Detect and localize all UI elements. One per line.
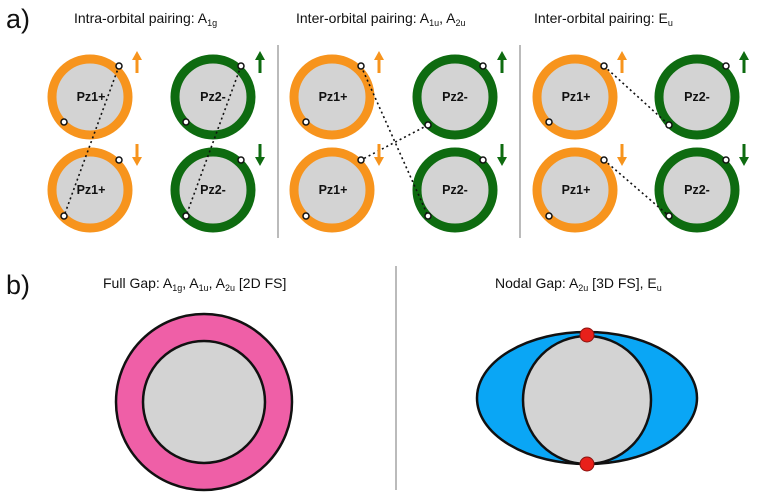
endpoint-marker	[182, 212, 190, 220]
endpoint-marker	[722, 62, 730, 70]
endpoint-marker	[60, 212, 68, 220]
endpoint-marker	[722, 156, 730, 164]
spin-down-arrow-icon	[739, 144, 749, 166]
node-point-bottom	[579, 456, 595, 472]
orbital-pz2-up-g1	[170, 54, 256, 140]
endpoint-marker	[237, 156, 245, 164]
heading-nodal-gap: Nodal Gap: A2u [3D FS], Eu	[495, 275, 662, 293]
orbital-label: Pz1+	[77, 90, 106, 104]
spin-down-arrow-icon	[617, 144, 627, 166]
endpoint-marker	[60, 118, 68, 126]
spin-up-arrow-icon	[739, 51, 749, 73]
endpoint-marker	[182, 118, 190, 126]
endpoint-marker	[545, 118, 553, 126]
heading-intra-orbital: Intra-orbital pairing: A1g	[74, 10, 217, 28]
orbital-pz1-down-g2	[289, 147, 375, 233]
pairing-endpoints	[60, 62, 730, 220]
orbital-label: Pz2-	[200, 90, 226, 104]
pairing-line-intra-pz2	[185, 65, 242, 217]
endpoint-marker	[115, 156, 123, 164]
orbital-pz1-up-g3	[532, 54, 618, 140]
endpoint-marker	[357, 156, 365, 164]
orbital-pz1-down-g1	[47, 147, 133, 233]
spin-up-arrow-icon	[374, 51, 384, 73]
orbital-group-3	[532, 54, 740, 233]
nodal-gap-fermi-surface	[521, 334, 653, 466]
orbital-label: Pz2-	[200, 183, 226, 197]
endpoint-marker	[600, 156, 608, 164]
endpoint-marker	[357, 62, 365, 70]
endpoint-marker	[302, 212, 310, 220]
spin-down-arrow-icon	[255, 144, 265, 166]
orbital-pz2-up-g2	[412, 54, 498, 140]
pairing-line-inter-a-1	[360, 65, 429, 217]
orbital-label: Pz2-	[684, 183, 710, 197]
endpoint-marker	[302, 118, 310, 126]
nodal-gap-diagram	[475, 327, 699, 472]
spin-down-arrow-icon	[374, 144, 384, 166]
orbital-pz2-down-g3	[654, 147, 740, 233]
spin-up-arrow-icon	[617, 51, 627, 73]
endpoint-marker	[600, 62, 608, 70]
panel-b-letter: b)	[6, 270, 30, 300]
pairing-lines	[63, 65, 670, 217]
orbital-label: Pz1+	[562, 90, 591, 104]
heading-full-gap: Full Gap: A1g, A1u, A2u [2D FS]	[103, 275, 286, 293]
full-gap-fermi-surface	[141, 339, 267, 465]
endpoint-marker	[665, 212, 673, 220]
orbital-label: Pz1+	[319, 183, 348, 197]
heading-inter-orbital-a: Inter-orbital pairing: A1u, A2u	[296, 10, 465, 28]
orbital-group-1	[47, 54, 256, 233]
orbital-pz1-down-g3	[532, 147, 618, 233]
orbital-label: Pz1+	[562, 183, 591, 197]
panel-a-letter: a)	[6, 4, 30, 34]
orbital-pz2-up-g3	[654, 54, 740, 140]
endpoint-marker	[237, 62, 245, 70]
endpoint-marker	[479, 156, 487, 164]
orbital-label: Pz2-	[684, 90, 710, 104]
spin-down-arrow-icon	[497, 144, 507, 166]
endpoint-marker	[424, 212, 432, 220]
endpoint-marker	[665, 121, 673, 129]
spin-up-arrow-icon	[132, 51, 142, 73]
endpoint-marker	[545, 212, 553, 220]
heading-inter-orbital-e: Inter-orbital pairing: Eu	[534, 10, 673, 28]
endpoint-marker	[479, 62, 487, 70]
spin-up-arrow-icon	[255, 51, 265, 73]
spin-arrows	[132, 51, 749, 166]
node-point-top	[579, 327, 595, 343]
orbital-pz1-up-g2	[289, 54, 375, 140]
orbital-pz1-up-g1	[47, 54, 133, 140]
full-gap-diagram	[114, 312, 294, 492]
pairing-line-e-2	[603, 159, 670, 217]
orbital-labels: Pz1+ Pz1+ Pz2- Pz2- Pz1+ Pz1+ Pz2- Pz2- …	[77, 90, 710, 197]
orbital-label: Pz2-	[442, 183, 468, 197]
pairing-line-intra-pz1	[63, 65, 120, 217]
pairing-line-inter-a-2	[360, 124, 429, 161]
orbital-label: Pz1+	[319, 90, 348, 104]
orbital-pz2-down-g1	[170, 147, 256, 233]
orbital-label: Pz2-	[442, 90, 468, 104]
spin-up-arrow-icon	[497, 51, 507, 73]
orbital-group-2	[289, 54, 498, 233]
endpoint-marker	[115, 62, 123, 70]
spin-down-arrow-icon	[132, 144, 142, 166]
endpoint-marker	[424, 121, 432, 129]
orbital-label: Pz1+	[77, 183, 106, 197]
